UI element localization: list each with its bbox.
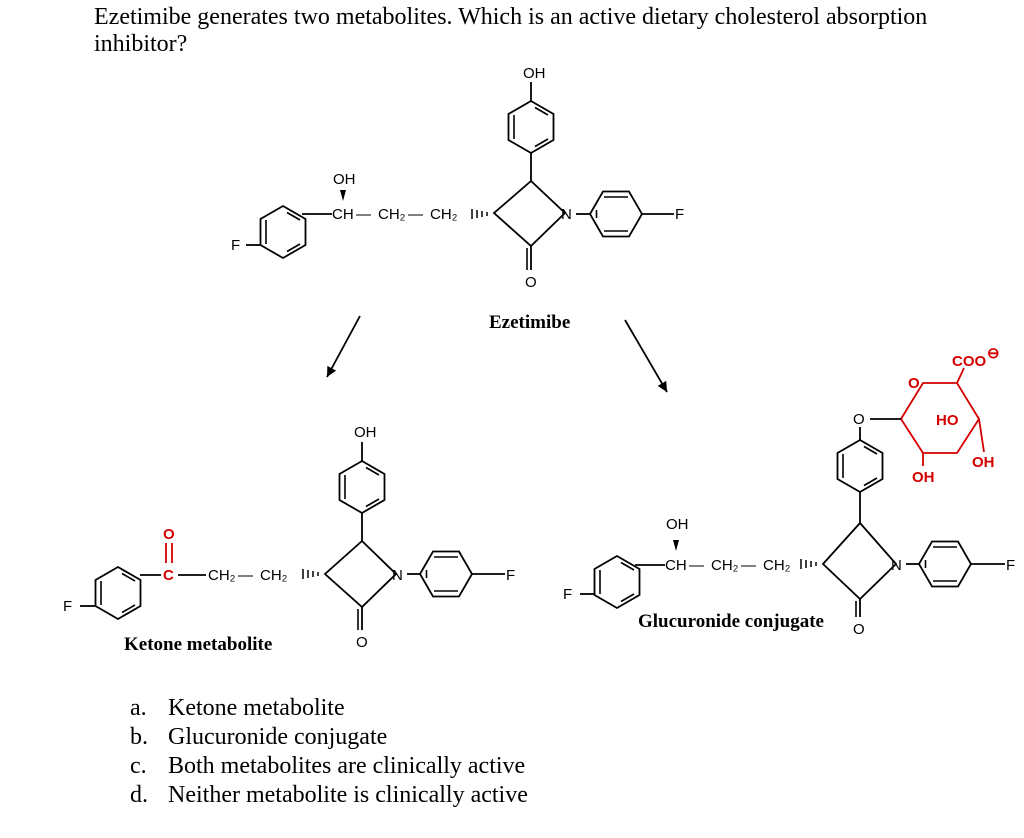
nitrogen-label: N <box>392 567 403 584</box>
ch2-label: CH₂ <box>763 557 791 574</box>
oh-label: OH <box>333 171 356 188</box>
oh-label: OH <box>354 424 377 441</box>
fluorine-label: F <box>63 598 72 615</box>
fluorine-label: F <box>563 586 572 603</box>
nitrogen-label: N <box>891 557 902 574</box>
ch2-label: CH₂ <box>208 567 236 584</box>
option-text: Neither metabolite is clinically active <box>168 782 528 808</box>
oh-label: OH <box>666 516 689 533</box>
ch2-label: CH₂ <box>430 206 458 223</box>
ch-label: CH <box>332 206 354 223</box>
option-d[interactable]: d. Neither metabolite is clinically activ… <box>130 781 528 810</box>
fluorine-label: F <box>231 237 240 254</box>
hydroxyl-label: HO <box>936 412 959 429</box>
option-letter: b. <box>130 724 148 750</box>
hydroxyl-label: OH <box>912 469 935 486</box>
dash: — <box>408 206 423 223</box>
option-text: Glucuronide conjugate <box>168 724 388 750</box>
option-b[interactable]: b. Glucuronide conjugate <box>130 723 528 752</box>
ketone-caption: Ketone metabolite <box>124 634 272 655</box>
carbonyl-o-label: O <box>525 274 537 291</box>
fluorine-label: F <box>506 567 515 584</box>
nitrogen-label: N <box>561 206 572 223</box>
question-text: Ezetimibe generates two metabolites. Whi… <box>94 4 928 57</box>
option-a[interactable]: a. Ketone metabolite <box>130 694 528 723</box>
ring-oxygen-label: O <box>908 375 920 392</box>
ch-label: CH <box>665 557 687 574</box>
carbonyl-o-label: O <box>356 634 368 651</box>
ch2-label: CH₂ <box>260 567 288 584</box>
dash: — <box>689 557 704 574</box>
option-text: Ketone metabolite <box>168 695 345 721</box>
hydroxyl-label: OH <box>972 454 995 471</box>
glucuronide-caption: Glucuronide conjugate <box>638 611 824 632</box>
dash: — <box>356 206 371 223</box>
ketone-carbon-label: C <box>163 567 174 584</box>
option-letter: d. <box>130 782 148 808</box>
arrow-to-glucuronide <box>624 319 668 393</box>
ch2-label: CH₂ <box>378 206 406 223</box>
ch2-label: CH₂ <box>711 557 739 574</box>
carbonyl-o-label: O <box>853 621 865 638</box>
option-text: Both metabolites are clinically active <box>168 753 526 779</box>
fluorine-label: F <box>1006 557 1015 574</box>
answer-options: a. Ketone metabolite b. Glucuronide conjug… <box>130 694 528 810</box>
ketone-structure: OH N O F CH₂ — CH₂ C O F Ketone metaboli… <box>63 424 515 655</box>
option-letter: a. <box>130 695 147 721</box>
dash: — <box>741 557 756 574</box>
carboxylate-label: COO <box>952 353 987 370</box>
dash: — <box>238 567 253 584</box>
option-letter: c. <box>130 753 147 779</box>
option-c[interactable]: c. Both metabolites are clinically active <box>130 752 528 781</box>
ketone-oxygen-label: O <box>163 526 175 543</box>
fluorine-label: F <box>675 206 684 223</box>
arrow-to-ketone <box>326 315 361 378</box>
ezetimibe-caption: Ezetimibe <box>489 312 570 333</box>
negative-charge: ⊖ <box>987 345 1000 362</box>
glycosidic-oxygen-label: O <box>853 411 865 428</box>
oh-label: OH <box>523 65 546 82</box>
ezetimibe-structure: OH N O F CH — CH₂ — CH₂ OH F Ezetimibe <box>231 65 684 333</box>
glucuronide-structure: O COO ⊖ HO OH OH O N O F CH — CH₂ — CH₂ <box>563 345 1015 638</box>
